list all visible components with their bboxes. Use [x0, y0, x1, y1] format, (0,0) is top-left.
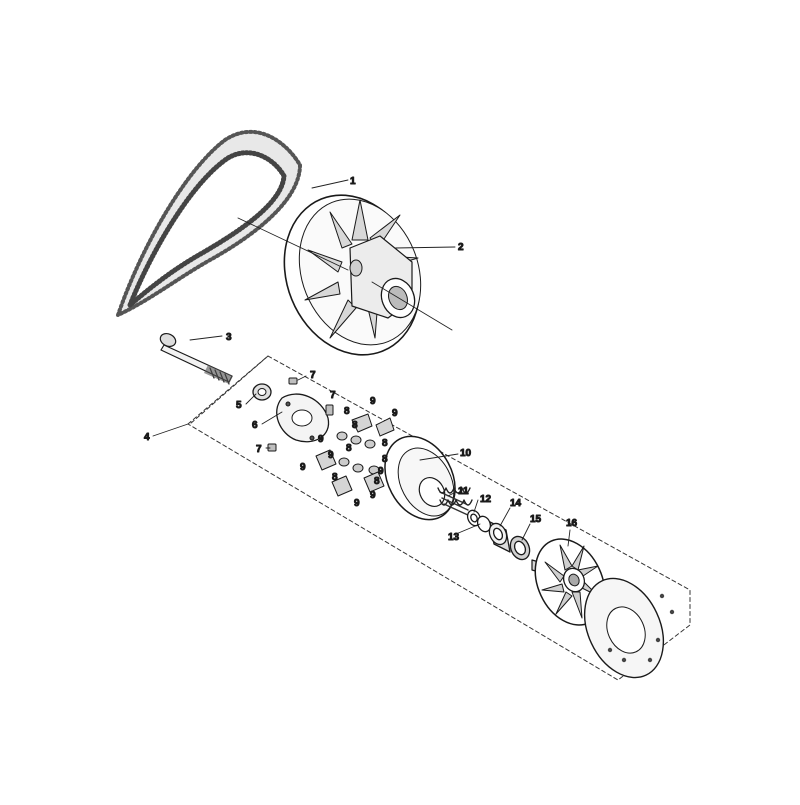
- callout-13: 13: [448, 532, 460, 543]
- callout-15: 15: [530, 514, 542, 525]
- callout-8: 8: [374, 476, 380, 487]
- callout-7-mid: 7: [330, 390, 336, 401]
- callout-9: 9: [370, 396, 376, 407]
- callout-8: 8: [346, 443, 352, 454]
- callout-8: 8: [382, 438, 388, 449]
- leader-lines: [152, 179, 571, 547]
- callout-11: 11: [458, 486, 469, 497]
- washers: [466, 509, 492, 533]
- screws: [267, 377, 334, 452]
- bolt: [159, 332, 233, 385]
- callout-2: 2: [458, 242, 464, 253]
- callout-16: 16: [566, 518, 578, 529]
- bushing: [488, 521, 511, 553]
- callout-1: 1: [350, 176, 356, 187]
- callout-9: 9: [300, 462, 306, 473]
- callout-7-low: 7: [256, 444, 262, 455]
- callout-10: 10: [460, 448, 472, 459]
- callout-7-top: 7: [310, 370, 316, 381]
- callout-5: 5: [236, 400, 242, 411]
- callout-9: 9: [392, 408, 398, 419]
- callout-9: 9: [378, 466, 384, 477]
- callout-8: 8: [332, 472, 338, 483]
- callout-9: 9: [318, 434, 324, 445]
- callout-9: 9: [354, 498, 360, 509]
- callout-8: 8: [382, 454, 388, 465]
- bearing: [509, 535, 531, 561]
- spring: [437, 487, 473, 517]
- drive-clutch-assembly: [283, 194, 422, 356]
- callout-8: 8: [352, 420, 358, 431]
- callout-4: 4: [144, 432, 150, 443]
- rollers-and-weights: [315, 413, 395, 497]
- callout-9: 9: [370, 490, 376, 501]
- callout-9: 9: [328, 450, 334, 461]
- callout-14: 14: [510, 498, 522, 509]
- assembly-outline: [187, 355, 691, 681]
- callout-8: 8: [344, 406, 350, 417]
- cover-plate: [276, 393, 330, 443]
- nut: [252, 383, 272, 401]
- drive-belt: [116, 129, 302, 317]
- callout-3: 3: [226, 332, 232, 343]
- callout-12: 12: [480, 494, 492, 505]
- back-cover-plate: [583, 577, 675, 679]
- callout-6: 6: [252, 420, 258, 431]
- callout-labels: 1 2 3 4 5 6 7 7 7 8 8 8 8 8 8 8 9 9 9 9 …: [144, 176, 579, 544]
